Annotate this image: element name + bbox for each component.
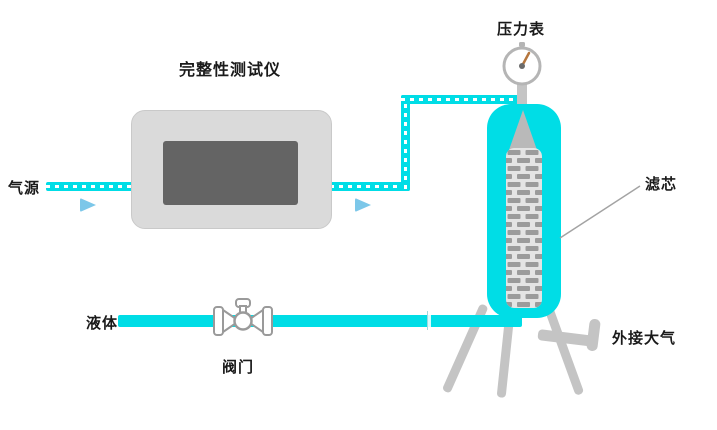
flow-arrow-icon [80,198,96,212]
flow-arrow-icon [355,198,371,212]
label-liquid: 液体 [86,315,119,332]
label-gas-source: 气源 [8,180,41,197]
label-valve: 阀门 [222,359,255,376]
gas-pipe-outlet [330,182,410,191]
tester-display-screen [163,141,298,205]
gas-pipe-riser [401,95,410,191]
gas-pipe-top [401,95,519,104]
cartridge-top-cone [509,110,537,150]
label-atmosphere-vent: 外接大气 [612,330,677,347]
liquid-pipe [118,315,522,327]
pipe-joint-tick [427,311,431,330]
label-integrity-tester: 完整性测试仪 [179,62,282,79]
label-pressure-gauge: 压力表 [497,21,546,38]
pressure-gauge-icon [500,42,544,86]
label-filter-cartridge: 滤芯 [645,176,678,193]
filter-cartridge-graphic [506,148,542,308]
gauge-stem [517,82,527,110]
vent-flange [586,318,601,352]
gas-pipe-inlet [46,182,134,191]
valve-icon [212,298,274,344]
tripod-leg-right [543,303,585,396]
